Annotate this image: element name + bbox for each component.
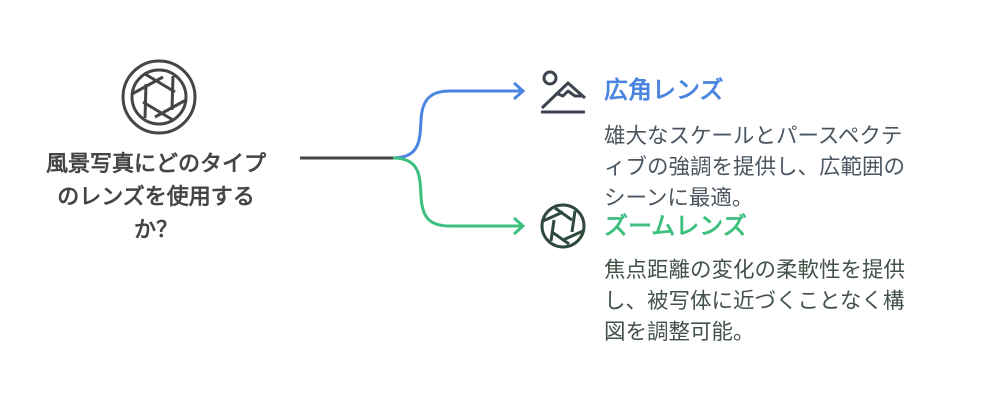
question-line: か？ [133, 218, 178, 243]
description-line: シーンに最適。 [604, 186, 754, 211]
description-line: ィブの強調を提供し、広範囲の [604, 155, 906, 180]
description-line: 雄大なスケールとパースペクテ [604, 124, 903, 149]
description-line: し、被写体に近づくことなく構 [604, 289, 905, 314]
camera-aperture-icon [540, 203, 586, 249]
description-line: 焦点距離の変化の柔軟性を提供 [604, 258, 906, 283]
central-question: 風景写真にどのタイプ のレンズを使用する か？ [20, 148, 292, 247]
arrow-head-wide [513, 81, 526, 101]
description-line: 図を調整可能。 [604, 320, 755, 345]
branch-connector-zoom [392, 156, 522, 228]
wide-angle-description: 雄大なスケールとパースペクテ ィブの強調を提供し、広範囲の シーンに最適。 [604, 121, 905, 214]
branch-connector-wide [392, 89, 522, 160]
wide-angle-title: 広角レンズ [604, 76, 724, 104]
question-line: 風景写真にどのタイプ [45, 152, 266, 177]
zoom-lens-description: 焦点距離の変化の柔軟性を提供 し、被写体に近づくことなく構 図を調整可能。 [604, 255, 905, 348]
arrow-head-zoom [513, 216, 526, 236]
question-line: のレンズを使用する [57, 185, 255, 210]
camera-aperture-icon [121, 59, 197, 135]
zoom-lens-title: ズームレンズ [604, 212, 747, 240]
landscape-mountain-icon [540, 70, 586, 114]
